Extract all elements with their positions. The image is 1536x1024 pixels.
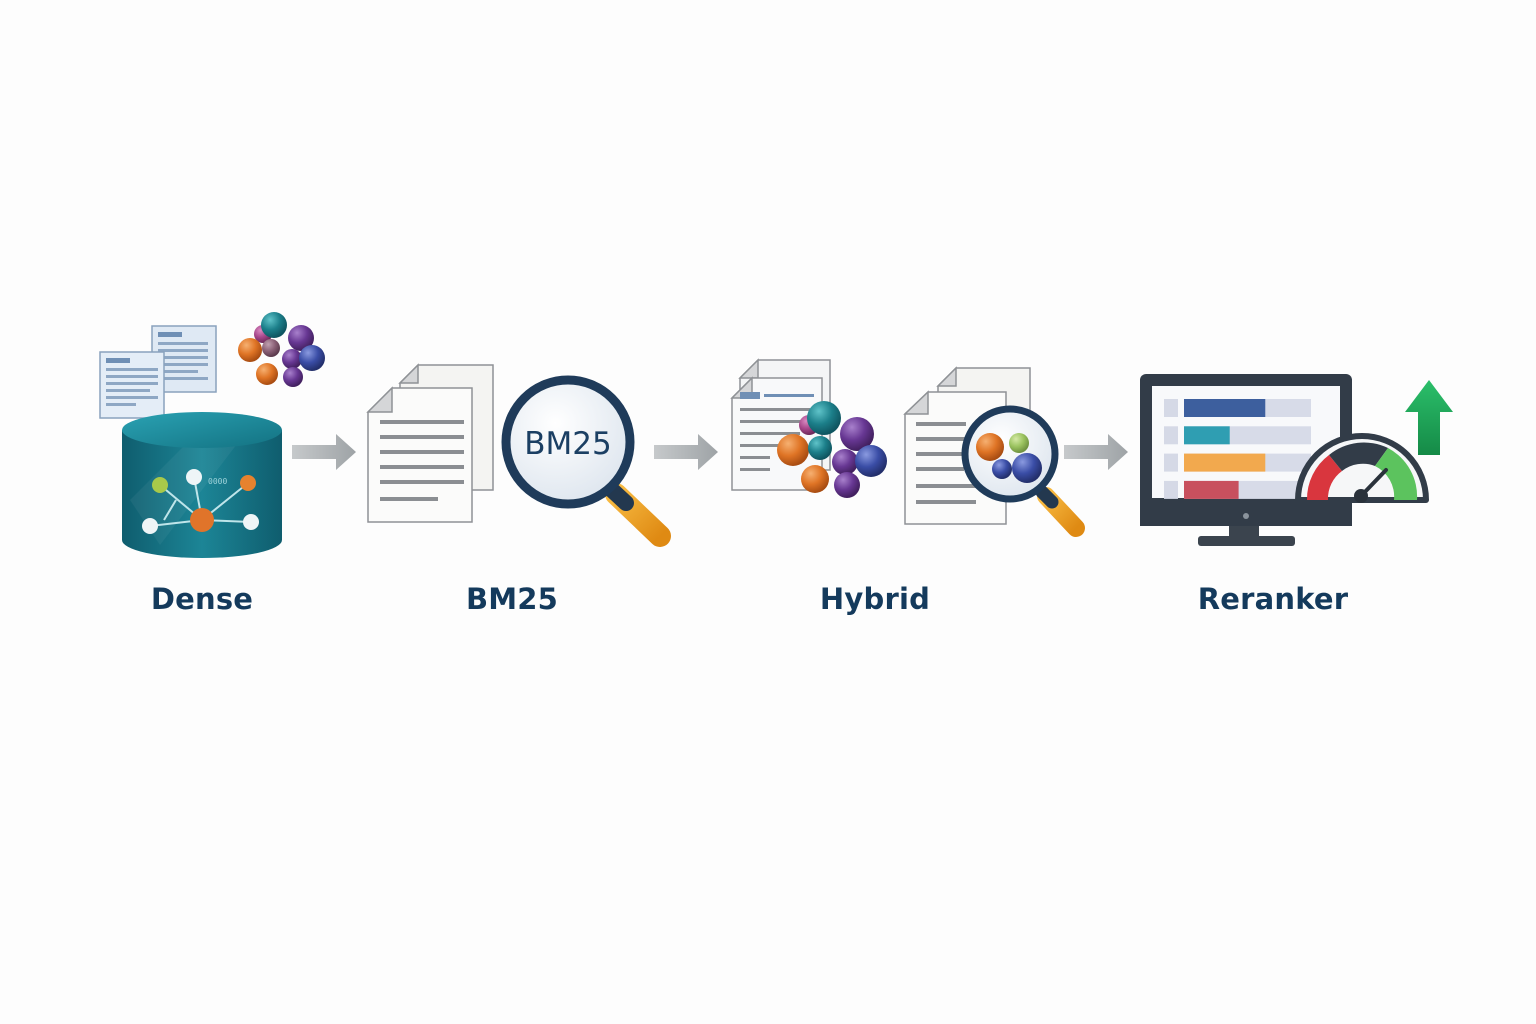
embedding-cluster-icon — [238, 312, 325, 387]
result-score-bar — [1184, 426, 1230, 445]
arrow-right-icon — [292, 434, 356, 470]
ranked-results-list — [1164, 399, 1311, 499]
vector-database-icon: 0000 — [99, 312, 325, 558]
rank-marker — [1164, 399, 1178, 417]
result-score-bar — [1184, 480, 1239, 499]
svg-text:0000: 0000 — [208, 477, 227, 486]
arrow-right-icon — [654, 434, 718, 470]
rank-marker — [1164, 426, 1178, 445]
document-icon — [99, 351, 165, 419]
embedding-cluster-icon — [777, 401, 887, 498]
document-icon — [366, 386, 473, 523]
database-cylinder: 0000 — [122, 412, 282, 558]
stage-label-dense: Dense — [150, 582, 254, 616]
rank-marker — [1164, 453, 1178, 472]
stage-label-hybrid: Hybrid — [819, 582, 931, 616]
result-score-bar — [1184, 399, 1266, 417]
hybrid-search-icon — [730, 358, 1085, 537]
reranker-monitor-icon — [1140, 374, 1352, 546]
arrow-right-icon — [1064, 434, 1128, 470]
result-score-bar — [1184, 453, 1266, 472]
bm25-lens-text: BM25 — [524, 426, 611, 462]
magnifier-icon: BM25 — [501, 375, 671, 547]
keyword-search-icon: BM25 — [366, 363, 671, 547]
gauge-icon — [1295, 433, 1429, 503]
magnifier-icon — [961, 405, 1085, 537]
stage-label-reranker: Reranker — [1197, 582, 1349, 616]
rank-marker — [1164, 480, 1178, 499]
arrow-up-icon — [1405, 380, 1453, 455]
stage-label-bm25: BM25 — [465, 582, 559, 616]
